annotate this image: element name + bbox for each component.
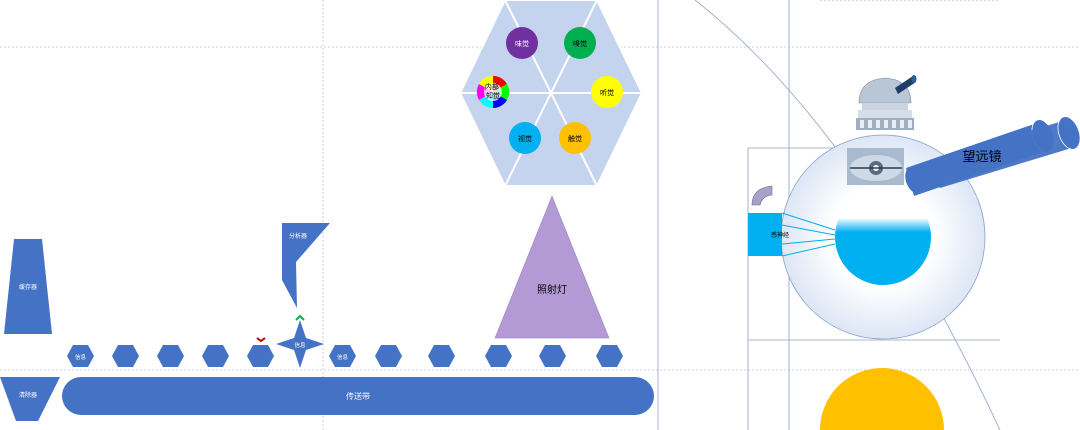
info-star <box>276 320 324 368</box>
cleaner-shape <box>0 377 60 421</box>
info-hexagon <box>112 345 139 367</box>
cleaner-label: 清除器 <box>19 391 37 399</box>
sense-internal-circle <box>476 75 510 109</box>
info-hexagon <box>157 345 184 367</box>
nerve-rays <box>781 212 836 257</box>
info-hexagon <box>539 345 566 367</box>
analyzer-label: 分析器 <box>289 232 307 240</box>
sense-taste-circle <box>506 27 538 59</box>
info-star-label: 信息 <box>294 341 306 349</box>
info-hexagon <box>375 345 402 367</box>
conveyor-belt <box>62 377 654 415</box>
sense-taste-label: 味觉 <box>515 39 529 48</box>
spotlight-label: 照射灯 <box>537 284 567 296</box>
info-label-1: 信息 <box>75 353 87 361</box>
conveyor-label: 传送带 <box>346 391 370 401</box>
spectacles-icon <box>847 148 904 185</box>
buffer-label: 缓存器 <box>19 283 37 291</box>
sense-vision-circle <box>509 122 541 154</box>
sense-touch-circle <box>559 122 591 154</box>
sense-smell-label: 嗅觉 <box>573 39 587 48</box>
info-hexagon <box>247 345 274 367</box>
senses-hexagon: 味觉 嗅觉 听觉 触觉 视觉 内部 知觉 <box>458 0 644 187</box>
sense-hearing-label: 听觉 <box>600 88 614 97</box>
nerve-box <box>748 213 782 256</box>
sense-touch-label: 触觉 <box>568 134 582 143</box>
buffer-shape <box>4 239 52 334</box>
telescope-label: 望远镜 <box>962 149 1001 165</box>
sense-internal-line2: 知觉 <box>486 91 500 100</box>
chevron-up-icon <box>295 314 305 321</box>
telescope <box>905 116 1080 196</box>
analyzer-shape <box>282 223 330 308</box>
spotlight-shape <box>494 195 610 339</box>
nerve-label: 感神经 <box>771 231 789 239</box>
sense-internal-label: 内部 知觉 <box>485 82 501 100</box>
sense-internal-line1: 内部 <box>485 82 499 91</box>
observatory-icon <box>856 75 917 130</box>
pipe-elbow-icon <box>751 185 773 206</box>
info-label-2: 信息 <box>337 353 349 361</box>
info-hexagon <box>428 345 455 367</box>
sense-vision-label: 视觉 <box>518 134 532 143</box>
info-hexagon <box>202 345 229 367</box>
eye-pupil <box>835 189 931 285</box>
info-hexagon <box>67 345 94 367</box>
info-hexagons <box>67 345 623 367</box>
info-hexagon <box>596 345 623 367</box>
info-hexagon <box>329 345 356 367</box>
sense-hearing-circle <box>591 76 623 108</box>
sun-shape <box>820 368 944 430</box>
sense-smell-circle <box>564 27 596 59</box>
info-hexagon <box>485 345 512 367</box>
chevron-down-icon <box>256 337 266 343</box>
